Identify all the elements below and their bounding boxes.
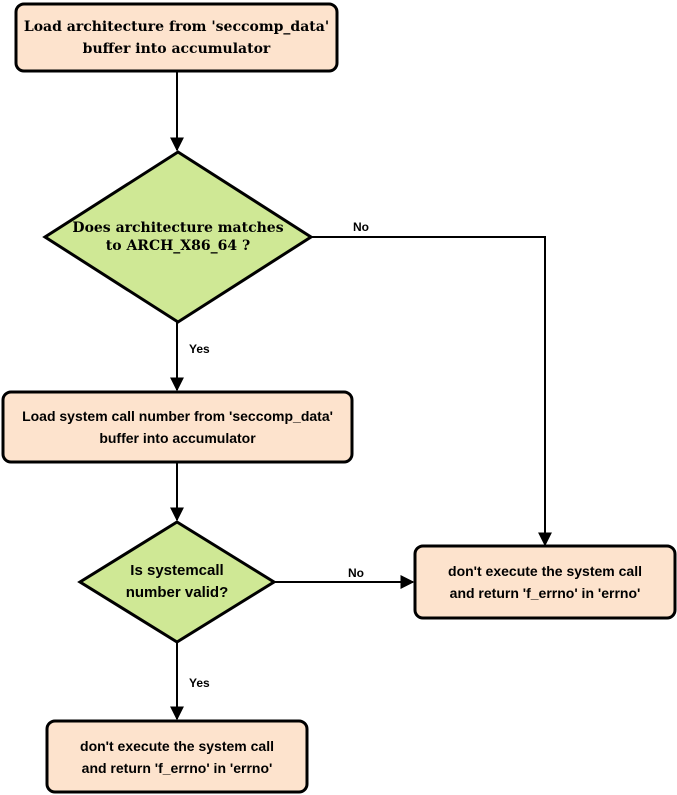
check-syscall-text: Is systemcall number valid? bbox=[125, 562, 229, 601]
edge-arch-no bbox=[311, 236, 552, 547]
edge-label-arch-yes: Yes bbox=[189, 342, 210, 356]
load-syscall-box bbox=[1, 390, 354, 464]
load-arch-box bbox=[14, 2, 339, 73]
check-arch-text: Does architecture matches to ARCH_X86_64… bbox=[72, 220, 284, 254]
edge-label-syscall-no: No bbox=[348, 566, 364, 580]
load-syscall-text: Load system call number from 'seccomp_da… bbox=[22, 408, 333, 446]
load-arch-text: Load architecture from 'seccomp_data' bu… bbox=[23, 18, 330, 57]
deny-right-text: don't execute the system call and return… bbox=[448, 563, 642, 601]
deny-bottom-text: don't execute the system call and return… bbox=[80, 737, 274, 776]
edge-label-syscall-yes: Yes bbox=[189, 676, 210, 690]
edge-label-arch-no: No bbox=[353, 220, 369, 234]
deny-bottom-box bbox=[45, 719, 309, 794]
